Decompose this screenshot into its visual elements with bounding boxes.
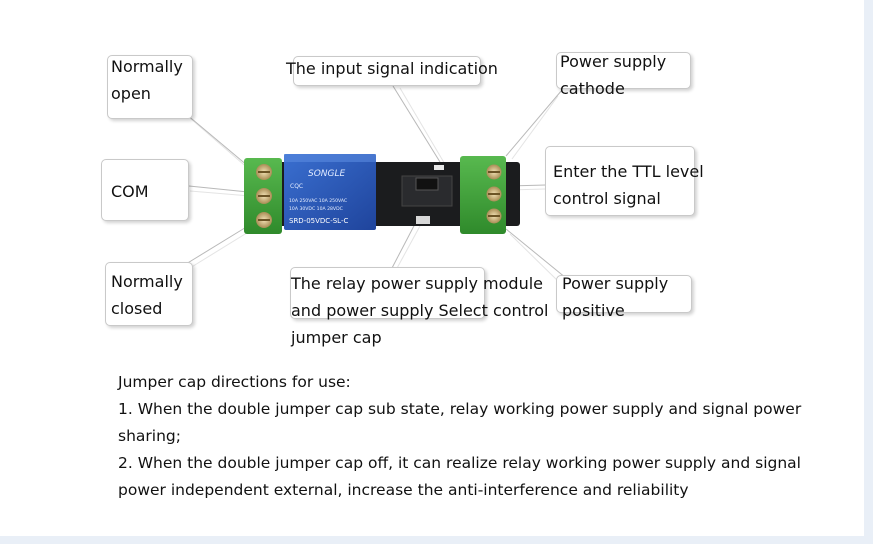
bottom-jumper: [416, 216, 430, 224]
callout-power-cathode: Power supply cathode: [560, 48, 666, 102]
signal-led: [434, 165, 444, 170]
jumper-cap: [416, 178, 438, 190]
callout-normally-open: Normally open: [111, 53, 183, 107]
notes-item-1a: 1. When the double jumper cap sub state,…: [118, 396, 818, 423]
callout-normally-closed: Normally closed: [111, 268, 183, 322]
notes-item-1b: sharing;: [118, 423, 818, 450]
diagram-canvas: SONGLE CQC 10A 250VAC 10A 250VAC 10A 30V…: [0, 0, 864, 536]
relay-rating-2: 10A 30VDC 10A 28VDC: [289, 206, 343, 212]
notes-item-2a: 2. When the double jumper cap off, it ca…: [118, 450, 818, 477]
callout-ttl-signal: Enter the TTL level control signal: [553, 158, 704, 212]
callout-com: COM: [111, 178, 149, 205]
relay-module-photo: SONGLE CQC 10A 250VAC 10A 250VAC 10A 30V…: [238, 148, 538, 248]
relay-terminal-screws: [256, 164, 272, 228]
input-terminal-screws: [487, 165, 502, 224]
callout-input-signal: The input signal indication: [286, 55, 498, 82]
notes-item-2b: power independent external, increase the…: [118, 477, 818, 504]
relay-model: SRD-05VDC-SL-C: [289, 217, 348, 225]
relay-cert-mark: CQC: [290, 183, 303, 190]
relay-brand-mark: SONGLE: [308, 169, 346, 179]
relay-rating-1: 10A 250VAC 10A 250VAC: [289, 198, 347, 204]
jumper-cap-notes: Jumper cap directions for use: 1. When t…: [118, 369, 818, 504]
notes-heading: Jumper cap directions for use:: [118, 369, 818, 396]
callout-power-positive: Power supply positive: [562, 270, 668, 324]
page-margin-bottom: [0, 536, 873, 544]
callout-relay-power-jumper: The relay power supply module and power …: [291, 270, 548, 351]
page-margin-right: [864, 0, 873, 544]
